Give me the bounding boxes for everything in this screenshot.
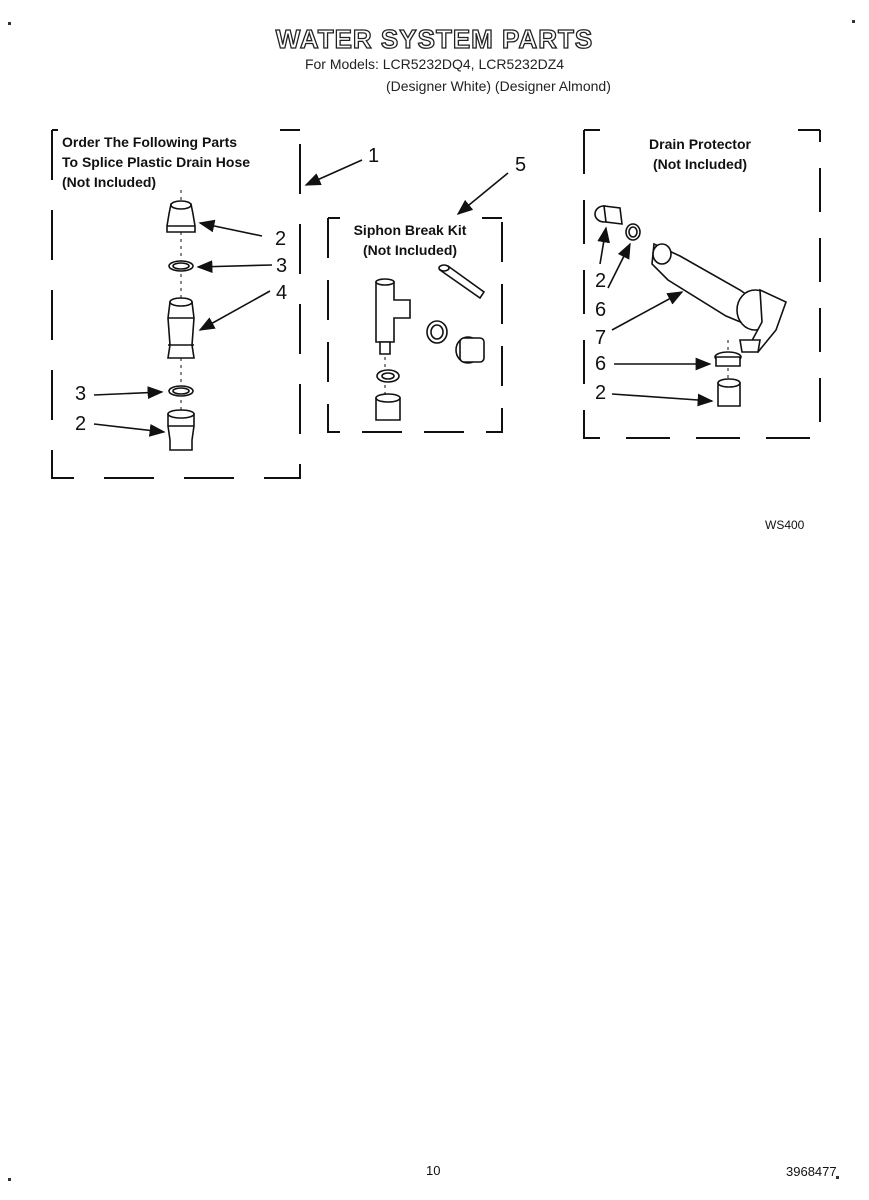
siphon-panel-heading: Siphon Break Kit (Not Included) <box>340 220 480 260</box>
splice-heading-line1: Order The Following Parts <box>62 134 238 150</box>
drain-panel-frame <box>583 129 821 439</box>
siphon-heading-line1: Siphon Break Kit <box>353 222 467 238</box>
callout-2-drain-bottom: 2 <box>595 382 607 404</box>
corner-mark <box>836 1176 839 1179</box>
callout-leaders <box>93 159 714 437</box>
siphon-parts <box>375 264 486 421</box>
callout-3-splice-bottom: 3 <box>75 383 87 405</box>
figure-code: WS400 <box>765 518 805 532</box>
document-number: 3968477 <box>786 1164 837 1179</box>
drain-panel-heading: Drain Protector (Not Included) <box>620 134 780 174</box>
siphon-heading-line2: (Not Included) <box>362 242 458 258</box>
splice-panel-frame <box>51 129 301 479</box>
drain-heading-line1: Drain Protector <box>649 136 751 152</box>
page-number: 10 <box>426 1163 441 1178</box>
callout-2-drain-top: 2 <box>595 270 607 292</box>
callout-4: 4 <box>276 282 288 304</box>
models-line: For Models: LCR5232DQ4, LCR5232DZ4 <box>304 56 565 72</box>
corner-mark <box>8 22 11 25</box>
corner-mark <box>852 20 855 23</box>
variants-line: (Designer White) (Designer Almond) <box>386 78 611 94</box>
splice-heading-line3: (Not Included) <box>62 174 157 190</box>
callout-5: 5 <box>515 154 527 176</box>
callout-7: 7 <box>595 327 607 349</box>
callout-3-splice-top: 3 <box>276 255 288 277</box>
callout-6-drain-top: 6 <box>595 299 607 321</box>
splice-heading-line2: To Splice Plastic Drain Hose <box>62 154 251 170</box>
corner-mark <box>8 1178 11 1181</box>
splice-parts <box>166 190 196 451</box>
page-title: WATER SYSTEM PARTS <box>275 23 594 54</box>
splice-panel-heading: Order The Following Parts To Splice Plas… <box>62 132 250 192</box>
siphon-panel-frame <box>327 217 503 433</box>
drain-parts <box>594 205 787 407</box>
callout-6-drain-bottom: 6 <box>595 353 607 375</box>
callout-2-splice-bottom: 2 <box>75 413 87 435</box>
callout-1: 1 <box>368 145 380 167</box>
drain-heading-line2: (Not Included) <box>652 156 748 172</box>
callout-2-splice-top: 2 <box>275 228 287 250</box>
